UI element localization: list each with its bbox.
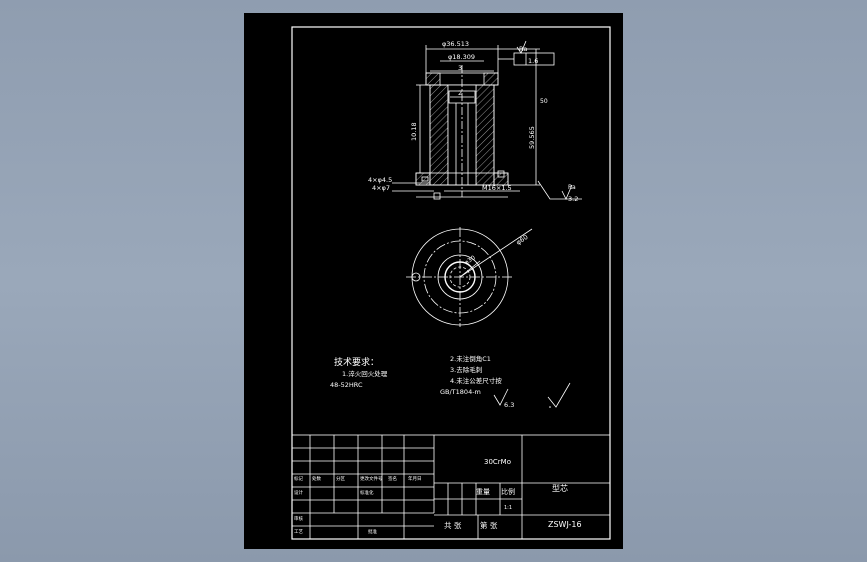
tech-title: 技术要求： [334, 356, 379, 368]
check-symbol [547, 382, 571, 408]
cad-drawing: φ36.513 φ18.309 3 2 10.18 59.565 4×φ4.5 … [291, 26, 611, 540]
dim-right-height-label: 59.565 [528, 126, 536, 149]
part-name-label: 型芯 [552, 483, 568, 493]
dim-inner-label: φ18.309 [448, 53, 475, 61]
roughness-right-label: 3.2 [568, 195, 578, 203]
tech-item-1: 1.淬火回火处理 [342, 369, 388, 378]
body-right-wall [475, 84, 495, 186]
approve-label: 批准 [368, 528, 377, 535]
dim-outer-label: φ36.513 [442, 40, 469, 48]
scale-label: 比例 [501, 487, 515, 496]
tech-item-2: 2.未注倒角C1 [450, 354, 491, 363]
process-label: 工艺 [294, 529, 303, 535]
material-label: 30CrMo [484, 458, 511, 466]
datum-right-label: Ra [568, 184, 576, 191]
section-labels: φ36.513 φ18.309 3 2 10.18 59.565 4×φ4.5 … [368, 40, 578, 203]
flange-right-hatch [483, 72, 499, 86]
section-view [392, 40, 582, 200]
drawing-sheet: φ36.513 φ18.309 3 2 10.18 59.565 4×φ4.5 … [244, 13, 623, 549]
roughness-mid-label: 50 [540, 98, 548, 105]
standard-label: 标准化 [360, 489, 374, 496]
hole-small-label: 4×φ4.5 [368, 176, 392, 184]
row-label-5: 年月日 [408, 475, 422, 482]
diameter-leader [459, 228, 533, 278]
sheet-num-label: 第 张 [480, 520, 498, 530]
base-left-hatch [415, 172, 431, 186]
sheet-total-label: 共 张 [444, 521, 462, 530]
tech-item-1b: 48-52HRC [330, 381, 363, 389]
marker-right [497, 170, 505, 178]
base-right-hatch [493, 172, 509, 186]
dim-2-label: 2 [458, 89, 462, 97]
tech-item-4b: GB/T1804-m [440, 388, 481, 396]
tech-item-4: 4.未注公差尺寸按 [450, 376, 502, 385]
flange-left-hatch [425, 72, 441, 86]
design-label: 设计 [294, 489, 303, 496]
dim-3-label: 3 [458, 64, 462, 72]
thread-label: M16×1.5 [482, 184, 512, 192]
tech-requirements: 技术要求： 1.淬火回火处理 48-52HRC 2.未注倒角C1 3.去除毛刺 … [330, 354, 571, 409]
tech-roughness-label: 6.3 [504, 401, 514, 409]
tech-roughness-symbol [493, 388, 509, 406]
weight-label: 重量 [476, 488, 490, 496]
row-label-3: 更改文件号 [360, 475, 383, 482]
roughness-symbol-right [561, 184, 573, 200]
roughness-top-label: 1.6 [528, 57, 538, 65]
review-label: 审核 [294, 515, 303, 522]
row-label-1: 处数 [312, 475, 321, 482]
drawing-no-label: ZSWJ-16 [548, 520, 582, 529]
dim-left-height-label: 10.18 [410, 122, 418, 141]
scale-value: 1:1 [504, 505, 512, 511]
roughness-leader [537, 180, 582, 200]
marker-left [421, 176, 429, 182]
title-block [291, 434, 611, 540]
inner-leader [459, 260, 481, 278]
datum-box [433, 192, 441, 200]
dot [549, 406, 551, 408]
row-label-4: 签名 [388, 475, 397, 482]
tech-item-3: 3.去除毛刺 [450, 365, 482, 374]
bolt-circle-label: φ60 [515, 233, 530, 247]
body-left-wall [429, 84, 449, 186]
roughness-symbol-top [516, 40, 527, 54]
plan-view [406, 227, 533, 327]
row-label-0: 标记 [294, 475, 303, 482]
datum-top-label: Ra [519, 45, 527, 53]
hole-large-label: 4×φ7 [372, 184, 390, 192]
title-block-text: 30CrMo 型芯 ZSWJ-16 重量 比例 1:1 共 张 第 张 标记 处… [294, 458, 582, 535]
row-label-2: 分区 [336, 475, 345, 482]
